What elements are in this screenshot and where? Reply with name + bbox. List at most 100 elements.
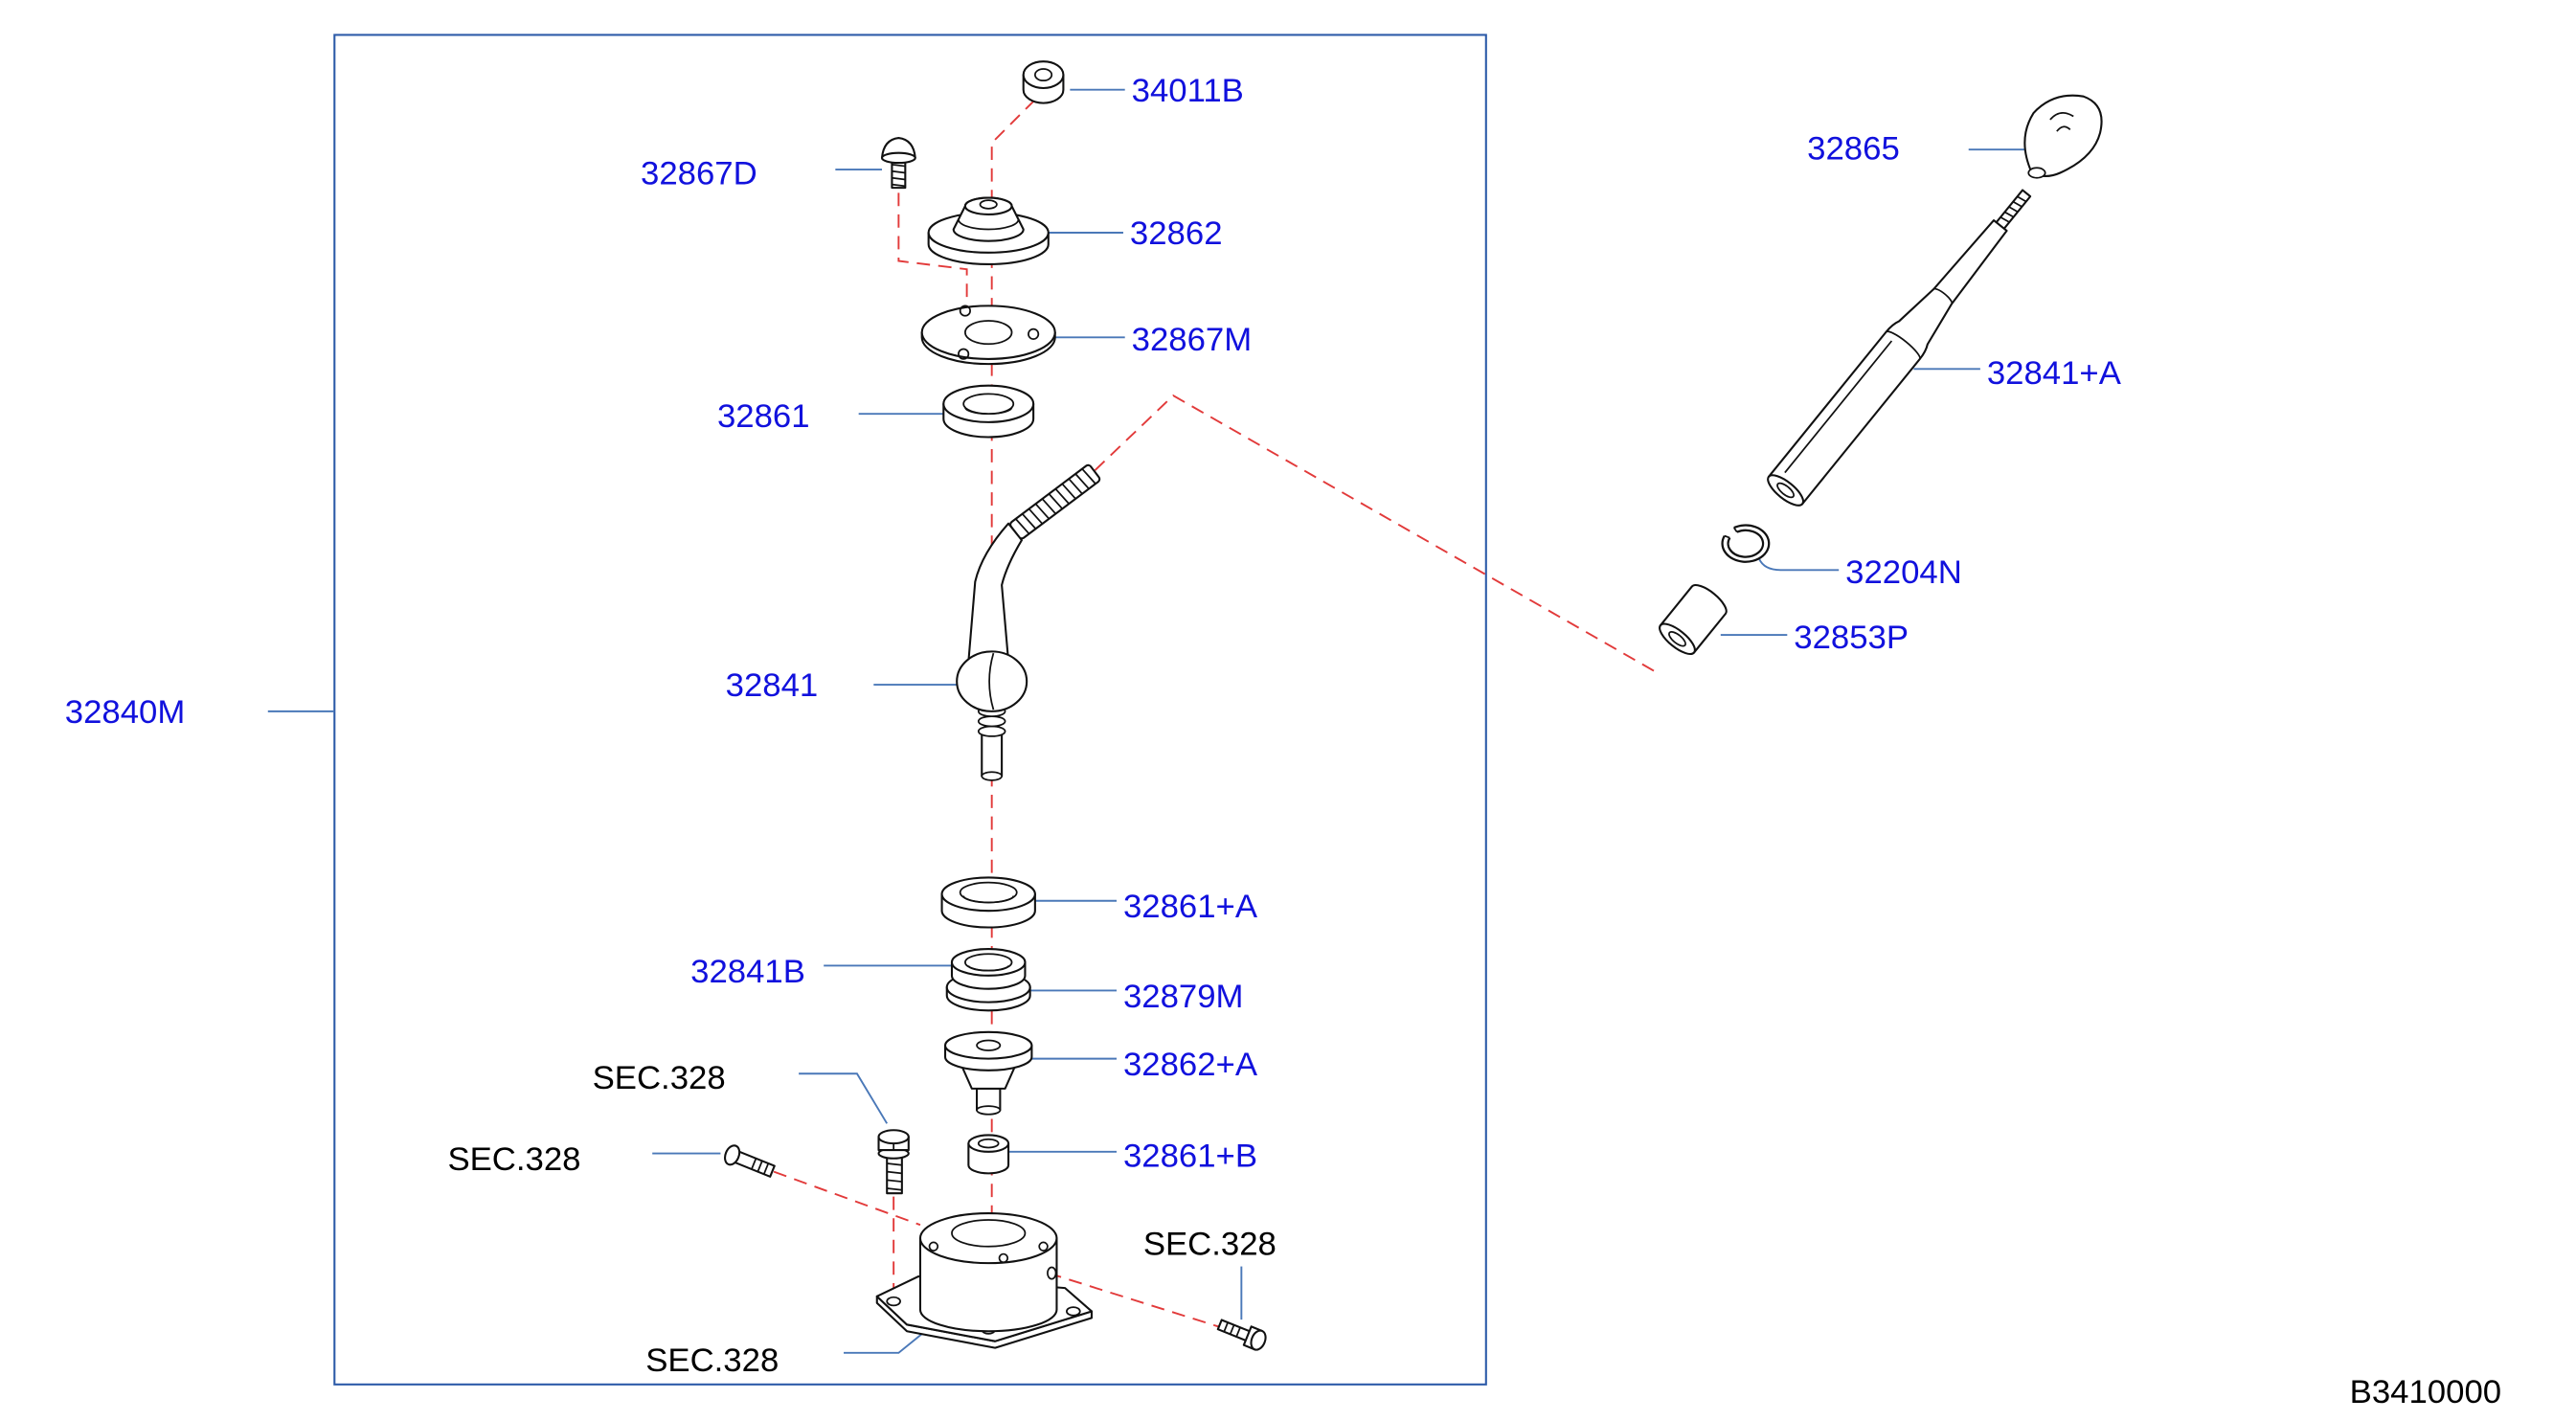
part-top-face: [1022, 60, 1065, 90]
part-32861b-drawing: [967, 1134, 1010, 1175]
part-number-callouts: 34011B 32867D 32865 32862 32867M 32841+A…: [65, 73, 2122, 1175]
seat-stem-end: [976, 1105, 1002, 1116]
collar-bore: [977, 1138, 1000, 1149]
housing-bore: [951, 1219, 1027, 1248]
bolt-right-drawing: [1216, 1319, 1267, 1351]
knob-neck: [2027, 167, 2046, 179]
guide-line-left-bolt: [773, 1170, 921, 1227]
lever-stem: [981, 730, 1004, 778]
lever-ball: [956, 650, 1028, 712]
leader-lines: [267, 88, 2031, 1354]
rod-tip-threads: [2000, 195, 2027, 223]
part-32861-drawing: [942, 384, 1035, 439]
callout-32862[interactable]: 32862: [1130, 215, 1223, 252]
callout-32867m[interactable]: 32867M: [1132, 322, 1253, 358]
diagram-id: B3410000: [2350, 1374, 2501, 1410]
part-32865-drawing: [2023, 94, 2103, 179]
knob-marking: [2049, 112, 2074, 121]
part-32862-drawing: [927, 196, 1050, 266]
bolt-upper-drawing: [877, 1129, 910, 1195]
bolt-head: [724, 1144, 741, 1166]
plate-hole: [959, 304, 971, 317]
housing-top-hole: [1038, 1241, 1049, 1252]
assembly-frame: [333, 34, 1487, 1386]
assembly-guide-lines: [773, 99, 1661, 1331]
sleeve-face: [1659, 622, 1696, 656]
bolt-head-top: [877, 1129, 910, 1145]
housing-cylinder-side: [918, 1237, 1058, 1333]
lever-tube: [967, 522, 1024, 663]
part-32204n-drawing: [1721, 524, 1771, 563]
circlip-inner: [1727, 529, 1765, 558]
callout-32861b[interactable]: 32861+B: [1123, 1138, 1257, 1174]
lever-ball-slot: [988, 652, 995, 710]
rod-end-face: [1767, 474, 1805, 507]
boot-top: [963, 196, 1013, 215]
housing-plate-hole: [886, 1296, 901, 1307]
part-32867m-drawing: [920, 304, 1056, 366]
section-ref-left: SEC.328: [447, 1141, 580, 1178]
rod-highlight: [1784, 340, 1893, 474]
lever-spring-coil: [977, 725, 1006, 737]
section-ref-upper: SEC.328: [593, 1060, 726, 1096]
boot-hole: [979, 199, 998, 210]
guide-line-lever-to-rod: [1094, 394, 1661, 676]
ring-bore-wall: [962, 895, 1015, 904]
circlip-outer: [1721, 524, 1771, 563]
part-32861a-drawing: [940, 876, 1036, 929]
callout-32204n[interactable]: 32204N: [1845, 554, 1962, 591]
callout-32840m[interactable]: 32840M: [65, 694, 186, 731]
part-32841a-drawing: [1767, 189, 2032, 507]
bolt-threads: [1223, 1321, 1241, 1338]
plate-center-hole: [964, 320, 1013, 346]
callout-32841b[interactable]: 32841B: [690, 954, 805, 990]
lever-thread-lines: [1015, 468, 1096, 535]
bushing-bore-wall: [964, 407, 1013, 416]
callout-32853p[interactable]: 32853P: [1794, 620, 1909, 656]
leader-line-32204n: [1757, 557, 1840, 572]
rod-end-hole: [1776, 482, 1796, 499]
callout-32865[interactable]: 32865: [1807, 131, 1900, 168]
callout-32879m[interactable]: 32879M: [1123, 979, 1244, 1015]
section-ref-bottom: SEC.328: [645, 1342, 779, 1379]
housing-side-hole: [1047, 1266, 1057, 1280]
leader-line-sec-ref-bottom: [844, 1330, 926, 1354]
bolt-left-drawing: [724, 1144, 776, 1178]
leader-line-sec-ref-upper: [799, 1072, 889, 1124]
rod-band: [1932, 287, 1954, 304]
bolt-head-end: [1250, 1329, 1267, 1351]
lever-thread: [1009, 463, 1101, 540]
seat-hole: [976, 1039, 1002, 1051]
callout-32841[interactable]: 32841: [726, 667, 819, 704]
callout-34011b[interactable]: 34011B: [1132, 73, 1244, 109]
part-32853p-drawing: [1659, 584, 1728, 656]
housing-top-hole: [928, 1241, 939, 1252]
callout-32841a[interactable]: 32841+A: [1987, 355, 2122, 392]
screw-threads: [892, 163, 906, 188]
lever-spring-coil: [977, 715, 1006, 728]
callout-32861a[interactable]: 32861+A: [1123, 889, 1258, 925]
part-34011b-drawing: [1022, 60, 1065, 104]
knob-body: [2023, 94, 2103, 178]
boot-fold: [958, 218, 1020, 231]
part-32867d-drawing: [880, 137, 916, 190]
housing-plate-hole: [1066, 1306, 1081, 1317]
bolt-threads: [887, 1162, 902, 1191]
callout-32861[interactable]: 32861: [717, 398, 810, 435]
rod-band: [1885, 330, 1921, 360]
part-hole: [1033, 68, 1053, 82]
housing-top-hole: [998, 1252, 1009, 1264]
guide-line-screw: [897, 192, 968, 309]
part-32879m-32841b-drawing: [945, 948, 1031, 1012]
plate-face: [920, 304, 1056, 360]
upper-ring-bore-wall: [967, 965, 1009, 972]
rod-body: [1767, 219, 2008, 506]
callout-32867d[interactable]: 32867D: [641, 156, 757, 192]
bolt-threads: [751, 1158, 770, 1175]
callout-32862a[interactable]: 32862+A: [1123, 1047, 1258, 1083]
part-32862a-drawing: [943, 1030, 1033, 1116]
plate-hole: [958, 348, 970, 360]
knob-marking: [2056, 125, 2071, 132]
